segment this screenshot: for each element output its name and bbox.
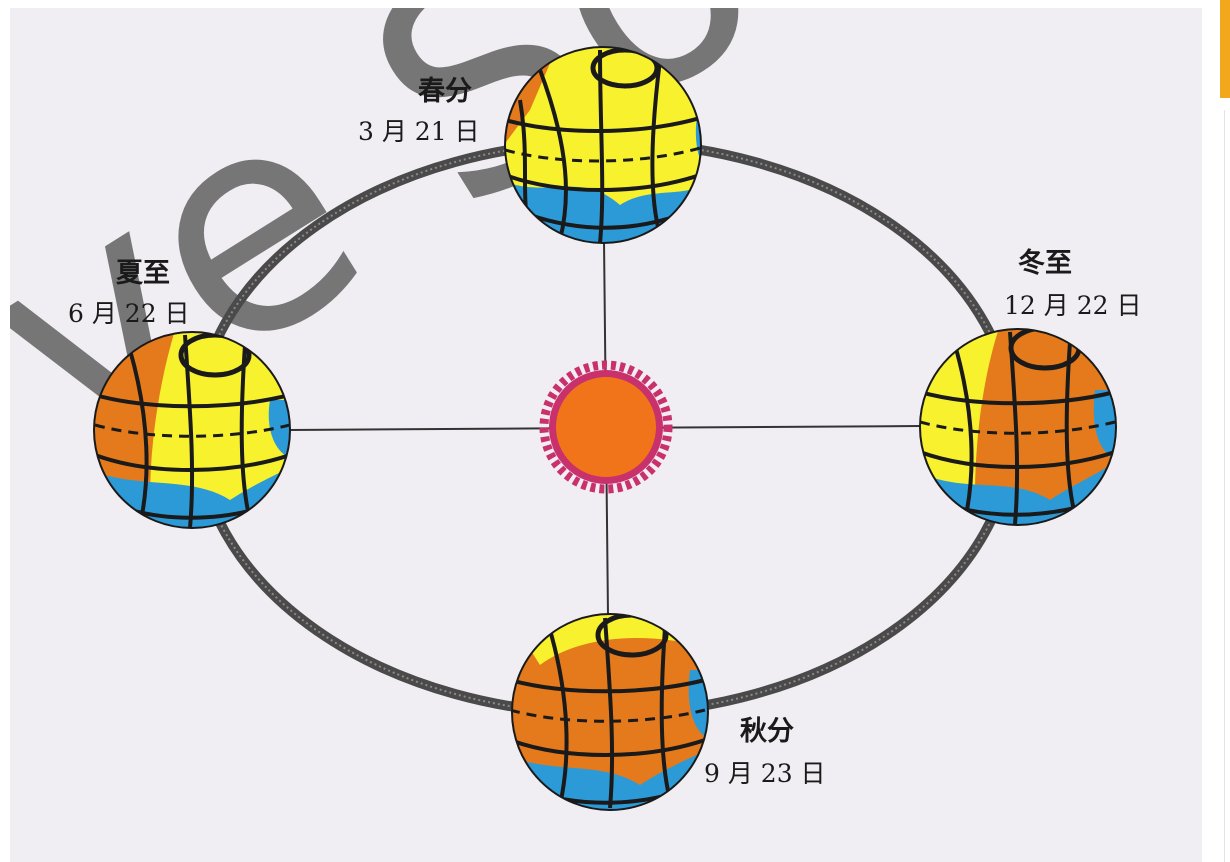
label-autumn-title: 秋分: [740, 716, 794, 747]
sun-icon: [539, 360, 673, 494]
label-autumn-date: 9 月 23 日: [704, 759, 826, 788]
sidebar-divider: [1224, 110, 1225, 862]
label-summer-date: 6 月 22 日: [68, 299, 190, 328]
sidebar-accent: [1220, 0, 1230, 98]
label-summer-title: 夏至: [116, 258, 170, 289]
right-sidebar: [1216, 0, 1230, 862]
earth-globe-autumn-icon: [511, 613, 709, 811]
label-winter-title: 冬至: [1018, 247, 1072, 279]
label-spring-title: 春分: [418, 76, 472, 107]
label-spring-date: 3 月 21 日: [358, 117, 480, 146]
label-winter-date: 12 月 22 日: [1004, 291, 1141, 320]
earth-globe-winter-icon: [919, 328, 1117, 526]
